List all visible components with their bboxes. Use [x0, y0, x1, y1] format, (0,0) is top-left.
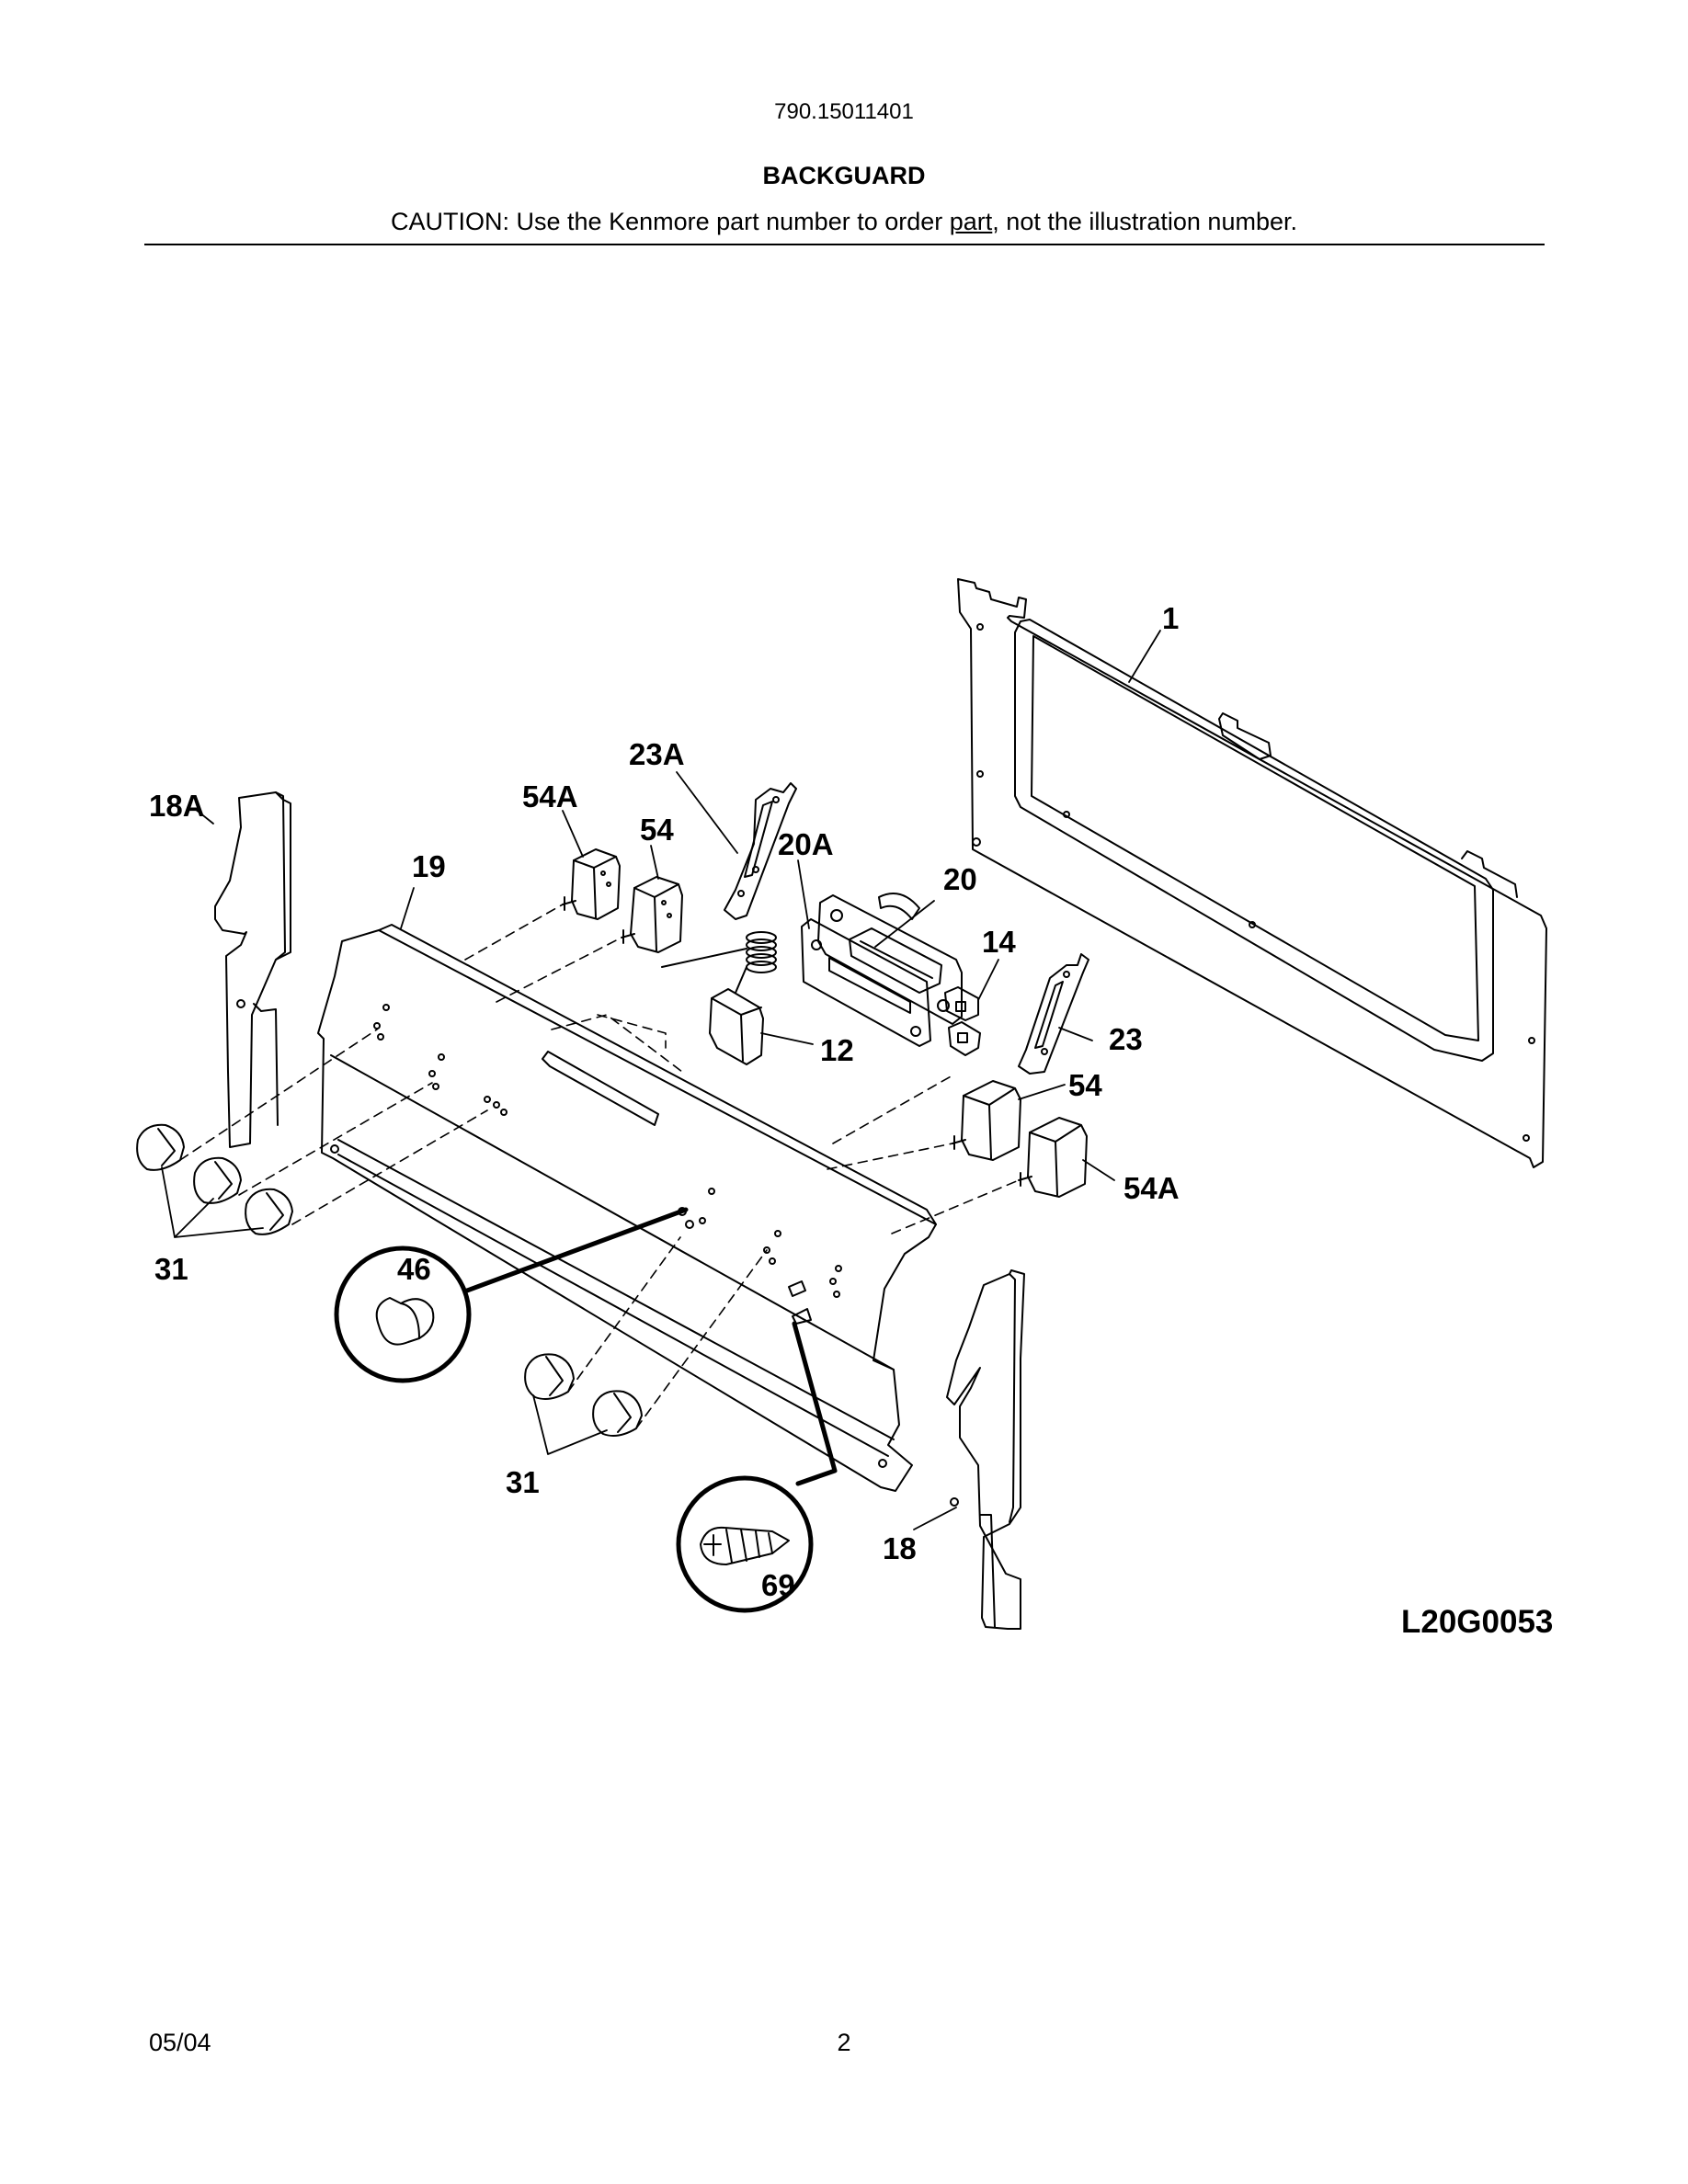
callout-1: 1: [1162, 601, 1179, 635]
drawing-code: L20G0053: [1401, 1604, 1553, 1640]
knob-group-left: [136, 1123, 293, 1235]
left-end-cap-part: [214, 791, 291, 1148]
knob-group-bottom: [524, 1353, 643, 1437]
right-end-cap-part: [946, 1269, 1025, 1630]
callout-20: 20: [943, 862, 977, 896]
detail-circle-69: [676, 1321, 838, 1613]
clock-timer-20-part: [817, 893, 963, 1025]
caution-underlined-word: part: [949, 208, 993, 235]
switch-14-part: [944, 986, 981, 1056]
bracket-23a-part: [724, 782, 797, 920]
callout-12: 12: [820, 1033, 854, 1067]
caution-note: CAUTION: Use the Kenmore part number to …: [0, 208, 1688, 236]
callout-18a: 18A: [149, 789, 205, 823]
leader-lines: [161, 630, 1161, 1530]
callout-54-top: 54: [640, 813, 674, 847]
footer-page-number: 2: [837, 2029, 851, 2056]
assembly-dashed-lines: [179, 904, 1020, 1429]
header-rule: [144, 244, 1545, 245]
console-panel-part: [317, 924, 937, 1492]
switch-54a-right-part: [1018, 1117, 1088, 1198]
thermostat-part: [661, 931, 777, 1065]
callout-46: 46: [397, 1252, 431, 1286]
callout-23: 23: [1109, 1022, 1143, 1056]
switch-54-right-part: [952, 1080, 1021, 1161]
callout-31-left: 31: [154, 1252, 188, 1286]
bracket-23-part: [1018, 953, 1089, 1075]
detail-circle-46: [334, 1207, 689, 1383]
footer-date: 05/04: [149, 2029, 211, 2056]
switch-54-upper-part: [621, 876, 683, 953]
rear-panel-part: [957, 578, 1547, 1168]
callout-54-right: 54: [1068, 1068, 1102, 1102]
callout-14: 14: [982, 925, 1016, 959]
callout-69: 69: [761, 1568, 795, 1602]
switch-54a-upper-part: [562, 848, 621, 920]
model-number: 790.15011401: [774, 99, 914, 124]
callout-23a: 23A: [629, 737, 685, 771]
caution-text-start: CAUTION: Use the Kenmore part number to …: [391, 208, 950, 235]
callout-54a-top: 54A: [522, 779, 578, 813]
callout-31-bottom: 31: [506, 1465, 540, 1499]
callout-19: 19: [412, 849, 446, 883]
caution-text-end: , not the illustration number.: [992, 208, 1297, 235]
callout-18: 18: [883, 1531, 917, 1565]
clock-overlay-20a-part: [801, 918, 931, 1047]
page-title: BACKGUARD: [762, 162, 926, 189]
callout-20a: 20A: [778, 827, 834, 861]
callout-54a-right: 54A: [1123, 1171, 1180, 1205]
